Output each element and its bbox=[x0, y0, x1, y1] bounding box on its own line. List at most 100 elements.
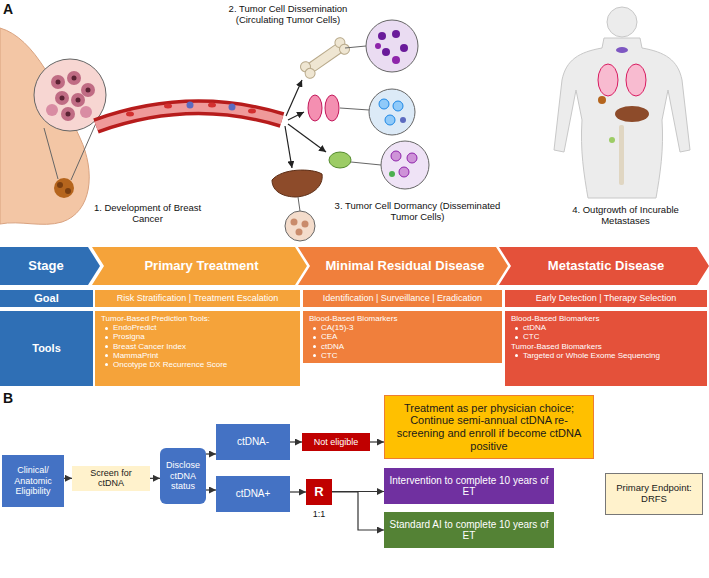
breast-profile-part bbox=[65, 188, 71, 194]
decision-box: Not eligible bbox=[302, 433, 370, 451]
blood-vessel-part bbox=[96, 107, 282, 126]
node-text: ctDNA+ bbox=[236, 488, 271, 500]
goal-cell: Identification | Surveillance | Eradicat… bbox=[303, 290, 502, 307]
status-box: ctDNA- bbox=[216, 424, 290, 460]
arm-box: Standard AI to complete 10 years of ET bbox=[384, 512, 554, 548]
dissemination-arrows-part bbox=[288, 124, 326, 152]
lungs-part bbox=[308, 95, 322, 121]
list-item: ctDNA bbox=[511, 323, 701, 332]
bone-zoom-part bbox=[378, 32, 386, 40]
liver bbox=[272, 170, 322, 197]
bone-part bbox=[303, 66, 317, 80]
woman-silhouette-part bbox=[616, 47, 628, 53]
dissemination-arrows-part bbox=[286, 80, 302, 116]
tools-cell: Blood-Based BiomarkersCA(15)-3CEActDNACT… bbox=[303, 311, 502, 363]
breast-profile-part bbox=[54, 178, 74, 198]
woman-silhouette-part bbox=[598, 96, 606, 104]
tools-cell: Blood-Based BiomarkersctDNACTCTumor-Base… bbox=[505, 311, 707, 386]
list-item: CA(15)-3 bbox=[309, 323, 496, 332]
lymph-node-zoom-part bbox=[381, 141, 429, 189]
bone-zoom-part bbox=[345, 46, 366, 48]
node-text: Primary Endpoint: DRFS bbox=[610, 483, 698, 505]
list-item: Breast Cancer Index bbox=[101, 342, 294, 351]
tumor-zoom-part bbox=[72, 76, 77, 81]
lung-zoom-part bbox=[340, 108, 369, 110]
step-label: 4. Outgrowth of Incurable Metastases bbox=[548, 204, 703, 227]
node-text: Early Detection | Therapy Selection bbox=[536, 293, 677, 303]
bone-zoom-part bbox=[400, 44, 408, 52]
list-item: CTC bbox=[309, 351, 496, 360]
list-item: Targeted or Whole Exome Sequencing bbox=[511, 351, 701, 360]
tools-cell: Tumor-Based Prediction Tools:EndoPredict… bbox=[95, 311, 300, 386]
list-item: CEA bbox=[309, 332, 496, 341]
list-heading: Blood-Based Biomarkers bbox=[309, 314, 496, 323]
connector bbox=[290, 491, 306, 492]
connector bbox=[206, 489, 216, 490]
node-text: Screen for ctDNA bbox=[76, 468, 146, 489]
lymph-node-zoom bbox=[351, 141, 429, 189]
endpoint-box: Primary Endpoint: DRFS bbox=[605, 473, 703, 515]
blood-vessel-part bbox=[187, 102, 194, 109]
tumor-zoom-part bbox=[81, 83, 95, 97]
node-text: Treatment as per physician choice; Conti… bbox=[389, 402, 589, 453]
woman-silhouette-part bbox=[607, 7, 637, 37]
list-heading: Tumor-Based Prediction Tools: bbox=[101, 314, 294, 323]
node-text: ctDNA- bbox=[237, 436, 269, 448]
node-text: R bbox=[314, 485, 323, 500]
lungs-part bbox=[325, 95, 339, 121]
tumor-zoom-part bbox=[80, 106, 92, 118]
stage-chevron: Stage bbox=[0, 247, 100, 285]
node-text: Not eligible bbox=[314, 437, 359, 447]
woman-silhouette-part bbox=[598, 64, 618, 96]
bone-zoom-part bbox=[366, 20, 418, 72]
bone-zoom-part bbox=[392, 56, 400, 64]
chevron-fill bbox=[499, 247, 709, 285]
stage-chevron: Metastatic Disease bbox=[499, 247, 709, 285]
bone-zoom-part bbox=[392, 30, 400, 38]
tumor-zoom-part bbox=[46, 104, 58, 116]
lung-zoom-part bbox=[393, 101, 403, 111]
list-item: ctDNA bbox=[309, 342, 496, 351]
tumor-zoom-part bbox=[60, 96, 65, 101]
woman-silhouette-part bbox=[626, 64, 646, 96]
blood-vessel bbox=[96, 102, 282, 127]
node-text: Metastatic Disease bbox=[548, 259, 664, 274]
step-label: 2. Tumor Cell Dissemination (Circulating… bbox=[212, 3, 364, 26]
lymph-node-zoom-part bbox=[407, 153, 417, 163]
woman-silhouette bbox=[554, 7, 690, 198]
connector bbox=[64, 478, 72, 479]
goal-cell: Early Detection | Therapy Selection bbox=[505, 290, 707, 307]
connector bbox=[370, 441, 384, 442]
list-item: MammaPrint bbox=[101, 351, 294, 360]
liver-zoom-part bbox=[296, 229, 303, 236]
tumor-zoom-part bbox=[56, 80, 61, 85]
randomization-box: R bbox=[306, 479, 332, 505]
tumor-zoom-part bbox=[76, 98, 81, 103]
lungs bbox=[308, 95, 339, 121]
node-text: Clinical/ Anatomic Eligibility bbox=[6, 465, 60, 496]
process-box: Screen for ctDNA bbox=[72, 466, 150, 491]
liver-zoom bbox=[285, 197, 315, 241]
breast-profile-part bbox=[57, 182, 63, 188]
woman-silhouette-part bbox=[609, 137, 615, 143]
bone bbox=[299, 36, 352, 81]
lymph-node-zoom-part bbox=[391, 151, 401, 161]
lung-zoom-part bbox=[369, 89, 415, 135]
node-text: Identification | Surveillance | Eradicat… bbox=[323, 293, 482, 303]
panel-letter: B bbox=[3, 390, 23, 407]
liver-zoom-part bbox=[285, 211, 315, 241]
tumor-zoom-part bbox=[67, 71, 81, 85]
woman-silhouette-part bbox=[619, 125, 624, 185]
node-text: Minimal Residual Disease bbox=[326, 259, 485, 274]
tumor-zoom-part bbox=[86, 88, 91, 93]
bone-zoom bbox=[345, 20, 418, 72]
lymph-node bbox=[329, 152, 351, 168]
process-box: Disclose ctDNA status bbox=[160, 448, 206, 504]
node-text: Tools bbox=[32, 342, 61, 355]
node-text: Standard AI to complete 10 years of ET bbox=[388, 519, 550, 542]
lung-zoom-part bbox=[379, 99, 389, 109]
lung-zoom bbox=[340, 89, 415, 135]
dissemination-arrows bbox=[285, 80, 326, 168]
dissemination-arrows-part bbox=[288, 112, 304, 120]
